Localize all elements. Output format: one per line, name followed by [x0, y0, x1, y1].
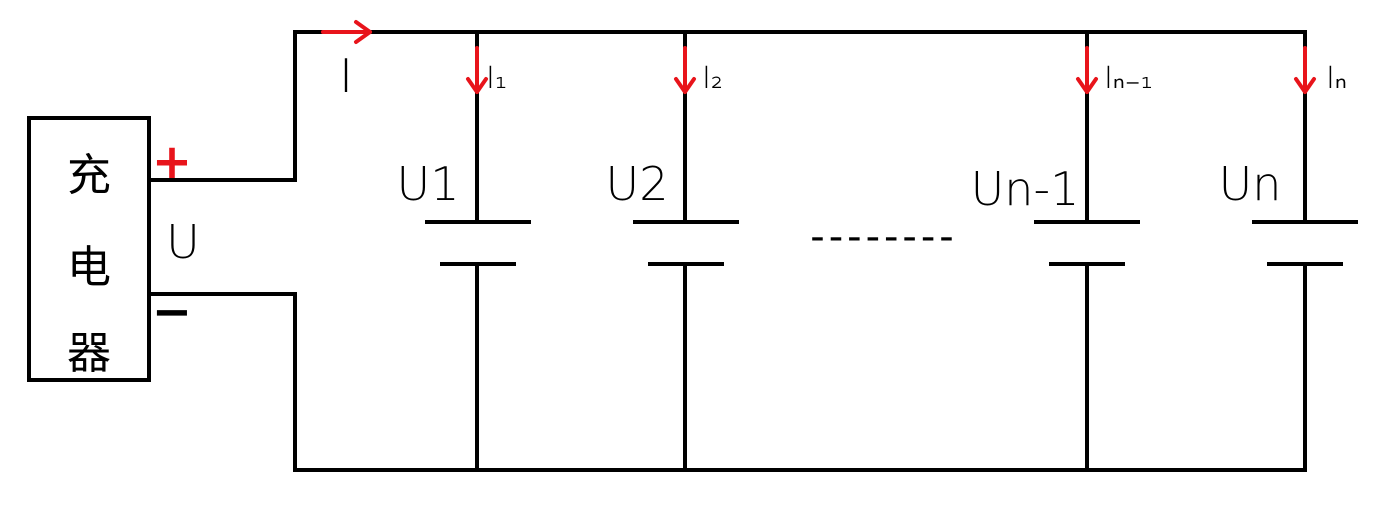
branch-3-current-label: Iₙ₋₁: [1104, 61, 1153, 96]
charger-char-2: 电: [67, 242, 111, 293]
charger-char-1: 充: [67, 150, 111, 201]
main-current-arrow: [321, 20, 372, 44]
charger-char-3: 器: [67, 328, 111, 379]
branch-4-current-arrow: [1294, 46, 1316, 94]
branch-2-voltage-label: U2: [606, 157, 669, 211]
plus-sign: +: [152, 134, 192, 190]
minus-sign: −: [152, 284, 192, 340]
ellipsis-dashes: --------: [810, 214, 957, 260]
branch-2-current-arrow: [674, 46, 696, 94]
branch-3-current-arrow: [1076, 46, 1098, 94]
charger-box: [27, 116, 151, 382]
branch-3-voltage-label: Un-1: [971, 162, 1080, 216]
branch-4-voltage-label: Un: [1219, 157, 1282, 211]
branch-2-current-label: I₂: [702, 61, 723, 96]
branch-1-current-label: I₁: [486, 61, 507, 96]
main-current-label: I: [339, 49, 353, 103]
branch-2: I₂ U2: [606, 30, 739, 472]
charger-voltage-label: U: [166, 215, 200, 269]
branch-4-current-label: Iₙ: [1326, 61, 1347, 96]
negative-lead-wire: [147, 292, 1307, 472]
branch-1-voltage-label: U1: [397, 157, 460, 211]
positive-lead-wire: [147, 30, 1307, 182]
branch-1: I₁ U1: [397, 30, 531, 472]
branch-3: Iₙ₋₁ Un-1: [971, 30, 1153, 472]
branch-1-current-arrow: [466, 46, 488, 94]
branch-4: Iₙ Un: [1219, 30, 1358, 472]
